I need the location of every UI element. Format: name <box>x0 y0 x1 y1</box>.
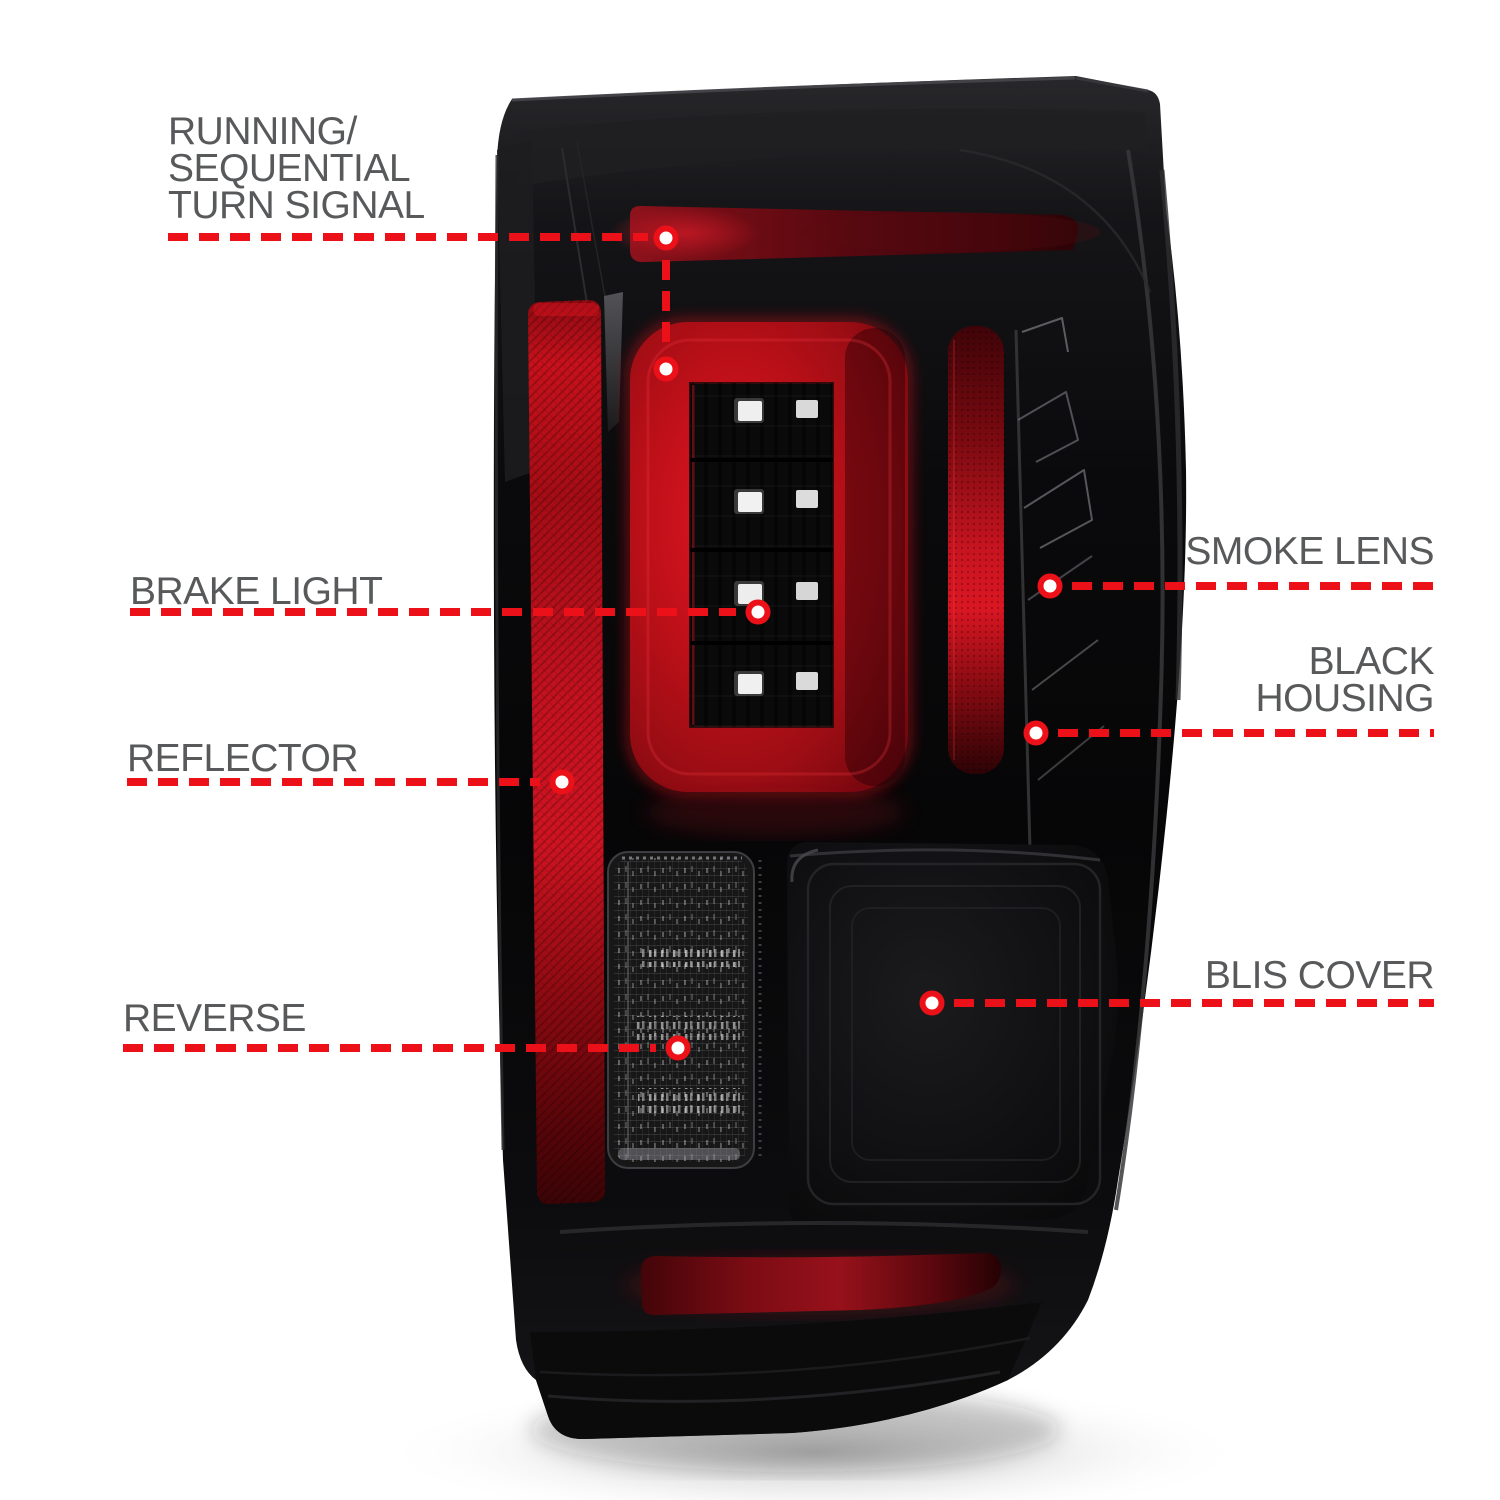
callout-dot-reflector <box>549 769 575 795</box>
reflector-strip <box>528 300 606 1205</box>
callout-dot-brake <box>745 599 771 625</box>
label-line: RUNNING/ <box>168 110 357 153</box>
label-line: BRAKE LIGHT <box>130 570 383 613</box>
housing-groove <box>559 1221 1089 1234</box>
label-reverse: REVERSE <box>123 997 306 1040</box>
bottom-light-bar <box>625 1253 1015 1316</box>
blis-cover-panel <box>787 842 1118 1226</box>
label-line: REFLECTOR <box>127 737 359 780</box>
label-reflector: REFLECTOR <box>127 737 359 780</box>
label-brake-light: BRAKE LIGHT <box>130 570 383 613</box>
label-line: BLIS COVER <box>1204 954 1435 997</box>
label-smoke-lens: SMOKE LENS <box>1185 530 1434 573</box>
label-line: REVERSE <box>123 997 306 1040</box>
callout-dot-running-ring <box>653 356 679 382</box>
label-line: BLACK <box>1308 640 1435 683</box>
label-line: TURN SIGNAL <box>168 184 425 227</box>
label-blis-cover: BLIS COVER <box>1204 954 1435 997</box>
callout-dots <box>549 225 1063 1061</box>
led-panel <box>689 382 834 728</box>
inner-red-lens <box>948 326 1004 774</box>
label-line: SEQUENTIAL <box>168 147 411 190</box>
housing-groove-dark <box>554 1237 1081 1253</box>
callout-lines <box>123 233 1434 1052</box>
callout-dot-black-housing <box>1023 720 1049 746</box>
lamp-bottom-lip <box>530 1302 1042 1440</box>
led-glints <box>734 398 818 696</box>
label-line: SMOKE LENS <box>1185 530 1434 573</box>
running-light-bar <box>610 206 1100 263</box>
callout-dot-running-bar <box>653 225 679 251</box>
reverse-light <box>607 851 762 1169</box>
callout-dot-reverse <box>665 1035 691 1061</box>
callout-dot-smoke-lens <box>1037 573 1063 599</box>
housing-highlight-wedge <box>604 292 623 432</box>
label-black-housing: BLACK HOUSING <box>1255 640 1435 720</box>
smoke-lens-ribs <box>1014 317 1105 851</box>
label-running-turn-signal: RUNNING/ SEQUENTIAL TURN SIGNAL <box>168 110 425 227</box>
callout-dot-blis-cover <box>919 990 945 1016</box>
label-line: HOUSING <box>1255 677 1434 720</box>
